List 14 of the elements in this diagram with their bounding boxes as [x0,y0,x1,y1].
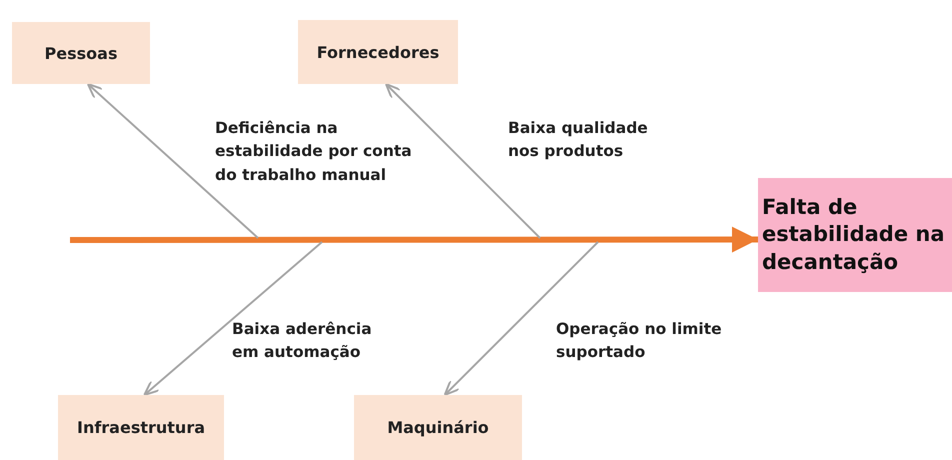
cause-label: Baixa aderência em automação [232,319,373,364]
cause-label: Operação no limite suportado [556,319,723,364]
category-box: Maquinário [354,395,522,460]
spine-arrow [70,226,758,253]
cause-label: Deficiência na estabilidade por conta do trabalho manual [215,118,413,186]
arrow [86,83,259,239]
arrow [444,241,599,396]
cause-label: Baixa qualidade nos produtos [508,118,649,162]
effect-box: Falta de estabilidade na decantação [758,178,952,292]
category-box: Fornecedores [298,20,458,84]
arrow [385,83,541,239]
category-box: Infraestrutura [58,395,224,460]
arrow [143,241,323,396]
category-box: Pessoas [12,22,150,84]
